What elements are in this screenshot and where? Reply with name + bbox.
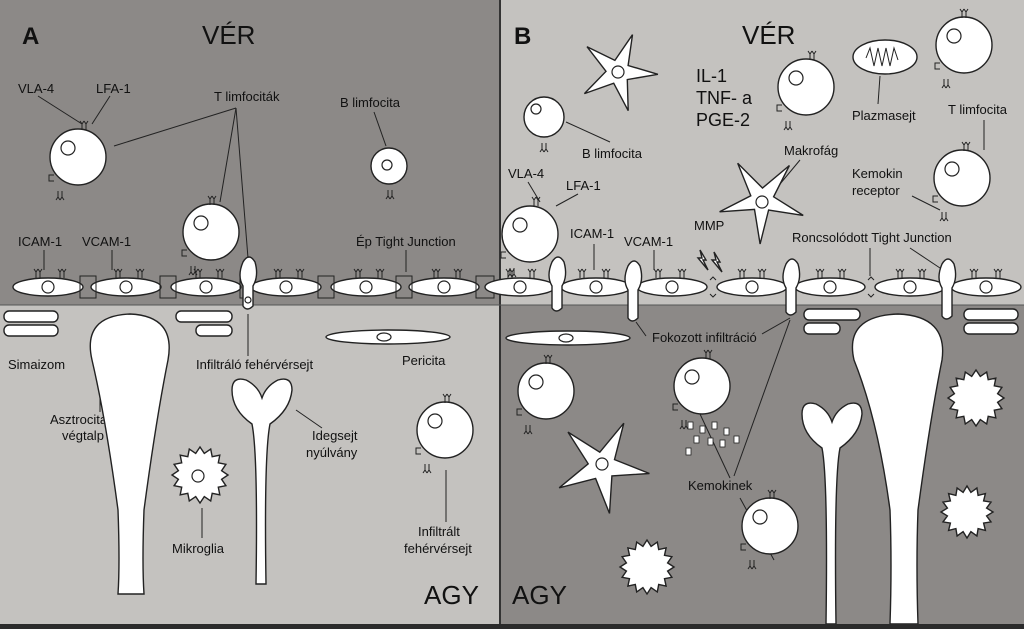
panel-a-leader-lines bbox=[37, 95, 447, 538]
b-lymphocyte bbox=[370, 147, 408, 200]
label-infiltrated-2: fehérvérsejt bbox=[404, 541, 472, 556]
macrophage-upper bbox=[583, 34, 659, 112]
panel-a-brain-title: AGY bbox=[424, 580, 479, 610]
endothelial-cell bbox=[874, 277, 946, 297]
label-pericyte: Pericita bbox=[402, 353, 446, 368]
microglia bbox=[618, 368, 1006, 596]
label-infiltrating-leukocyte: Infiltráló fehérvérsejt bbox=[196, 357, 313, 372]
microglia bbox=[170, 445, 230, 505]
label-tnf: TNF- a bbox=[696, 88, 753, 108]
label-neuron-2: nyúlvány bbox=[306, 445, 358, 460]
endothelial-cell bbox=[950, 277, 1022, 297]
label-pge2: PGE-2 bbox=[696, 110, 750, 130]
panel-a-letter: A bbox=[22, 23, 39, 50]
label-vcam1: VCAM-1 bbox=[82, 234, 131, 249]
astrocyte-endfoot bbox=[851, 313, 944, 625]
label-smooth-muscle: Simaizom bbox=[8, 357, 65, 372]
endothelial-cell bbox=[408, 277, 480, 297]
label-icam1: ICAM-1 bbox=[18, 234, 62, 249]
panel-b: B VÉR AGY IL-1 TNF- a PGE-2 bbox=[484, 8, 1022, 625]
panel-a-blood-title: VÉR bbox=[202, 20, 255, 50]
neuron-process bbox=[801, 402, 863, 625]
label-astrocyte-2: végtalp bbox=[62, 428, 104, 443]
label-damaged-tj: Roncsolódott Tight Junction bbox=[792, 230, 952, 245]
endothelial-cell bbox=[170, 277, 242, 297]
label-intact-tj: Ép Tight Junction bbox=[356, 234, 456, 249]
label-neuron-1: Idegsejt bbox=[312, 428, 358, 443]
label-t-lymphocytes: T limfociták bbox=[214, 89, 280, 104]
endothelial-cell bbox=[250, 277, 322, 297]
panel-b-brain-title: AGY bbox=[512, 580, 567, 610]
label-chemokine-receptor-1: Kemokin bbox=[852, 166, 903, 181]
label-il1: IL-1 bbox=[696, 66, 727, 86]
label-plasma-cell: Plazmasejt bbox=[852, 108, 916, 123]
label-chemokines: Kemokinek bbox=[688, 478, 753, 493]
label-macrophage: Makrofág bbox=[784, 143, 838, 158]
endothelial-cell bbox=[794, 277, 866, 297]
label-icam1: ICAM-1 bbox=[570, 226, 614, 241]
plasma-cell bbox=[852, 39, 918, 75]
macrophage bbox=[719, 162, 804, 245]
neuron-process bbox=[231, 378, 293, 585]
b-lymphocyte bbox=[523, 96, 565, 153]
mmp-arrows bbox=[696, 249, 723, 273]
label-mmp: MMP bbox=[694, 218, 724, 233]
label-vla4: VLA-4 bbox=[18, 81, 54, 96]
infiltrating-leukocyte bbox=[239, 256, 258, 310]
smooth-muscle-cells bbox=[3, 310, 233, 337]
chemokine-particles bbox=[685, 421, 740, 456]
endothelial-cell bbox=[716, 277, 788, 297]
label-increased-infiltration: Fokozott infiltráció bbox=[652, 330, 757, 345]
pericyte bbox=[505, 330, 631, 346]
label-b-lymphocyte: B limfocita bbox=[340, 95, 401, 110]
label-infiltrated-1: Infiltrált bbox=[418, 524, 460, 539]
label-microglia: Mikroglia bbox=[172, 541, 225, 556]
pericyte bbox=[325, 329, 451, 345]
macrophage-brain bbox=[558, 422, 650, 514]
transmigrating-leukocyte bbox=[548, 256, 957, 322]
endothelial-cell bbox=[484, 277, 556, 297]
label-b-lymphocyte: B limfocita bbox=[582, 146, 643, 161]
label-t-lymphocyte: T limfocita bbox=[948, 102, 1008, 117]
label-vla4: VLA-4 bbox=[508, 166, 544, 181]
endothelial-cell bbox=[560, 277, 632, 297]
label-astrocyte-1: Asztrocita bbox=[50, 412, 108, 427]
endothelial-cell bbox=[636, 277, 708, 297]
panel-a: A VÉR AGY bbox=[3, 20, 495, 610]
astrocyte-endfoot bbox=[89, 313, 170, 595]
endothelial-cell bbox=[90, 277, 162, 297]
panel-b-brain-bg bbox=[500, 305, 1024, 624]
label-chemokine-receptor-2: receptor bbox=[852, 183, 900, 198]
endothelial-cell bbox=[330, 277, 402, 297]
panel-a-brain-bg bbox=[0, 305, 500, 624]
endothelial-cell bbox=[12, 277, 84, 297]
label-vcam1: VCAM-1 bbox=[624, 234, 673, 249]
panel-b-letter: B bbox=[514, 23, 531, 50]
label-lfa1: LFA-1 bbox=[566, 178, 601, 193]
label-lfa1: LFA-1 bbox=[96, 81, 131, 96]
panel-b-blood-title: VÉR bbox=[742, 20, 795, 50]
smooth-muscle-cells bbox=[803, 308, 1019, 335]
